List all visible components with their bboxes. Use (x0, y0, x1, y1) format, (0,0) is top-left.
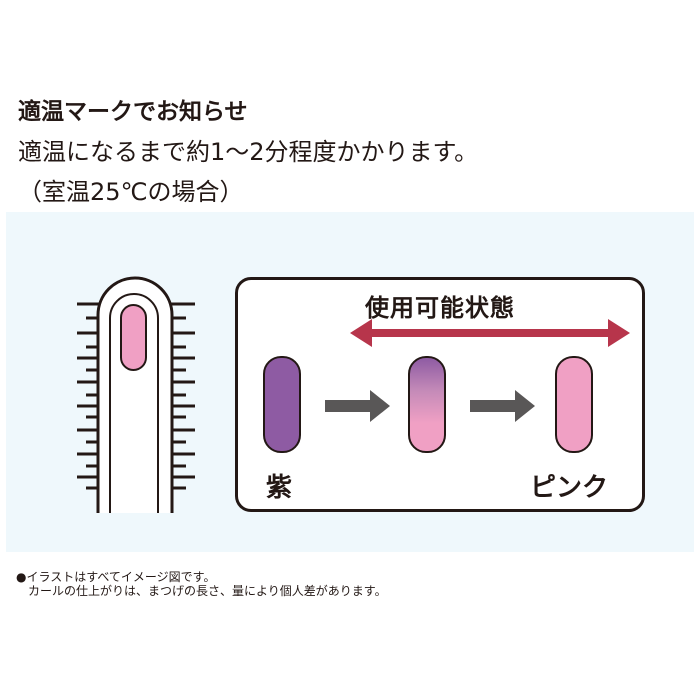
pink-label: ピンク (530, 473, 609, 503)
note-line: ●イラストはすべてイメージ図です。 (16, 570, 216, 584)
purple-label: 紫 (266, 473, 293, 503)
transition-indicator (408, 356, 446, 453)
usable-range-arrow (350, 319, 630, 347)
arrow-right-icon (470, 390, 535, 422)
pink-indicator (555, 356, 593, 453)
purple-indicator (263, 356, 301, 453)
arrow-right-icon (325, 390, 390, 422)
note-line: カールの仕上がりは、まつげの長さ、量により個人差があります。 (16, 584, 387, 598)
condition-text: （室温25℃の場合） (18, 178, 244, 206)
heading: 適温マークでお知らせ (18, 99, 248, 125)
subtext: 適温になるまで約1～2分程度かかります。 (18, 138, 479, 166)
eyelash-curler-illustration (77, 276, 195, 513)
notes: ●イラストはすべてイメージ図です。 カールの仕上がりは、まつげの長さ、量により個… (16, 570, 387, 598)
usable-state-title: 使用可能状態 (365, 294, 515, 322)
temperature-indicator (120, 304, 147, 371)
